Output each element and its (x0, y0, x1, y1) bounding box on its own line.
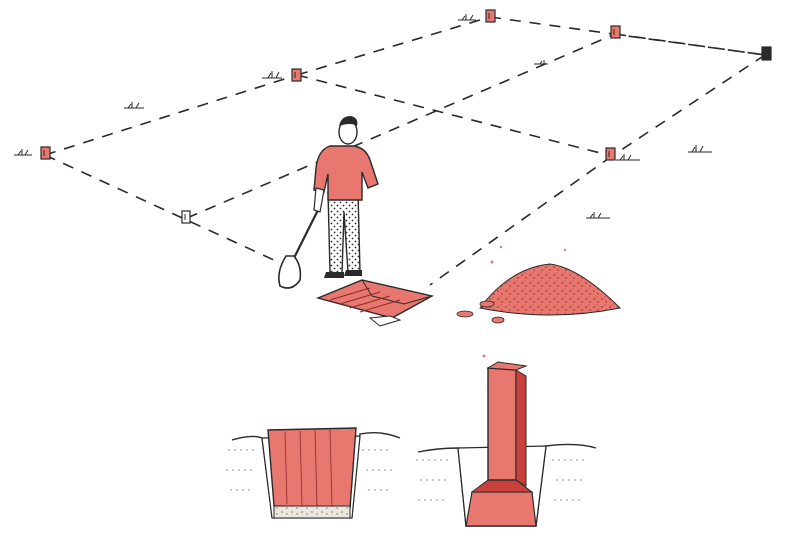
wooden-stake-icon (611, 26, 620, 38)
string-line (297, 75, 612, 156)
string-line (187, 34, 615, 218)
wooden-stake-icon (182, 211, 190, 223)
wooden-stake-icon (41, 147, 50, 159)
grass-tuft-icon (14, 149, 32, 155)
string-line (45, 75, 297, 155)
foundation-wall (416, 355, 596, 526)
layout-strings (45, 17, 765, 285)
wooden-stake-icon (292, 69, 301, 81)
string-line (612, 55, 765, 156)
grass-tuft-icon (262, 71, 282, 78)
wooden-stake-icon (762, 47, 771, 60)
footing-trench (226, 428, 400, 518)
worker-figure (279, 116, 378, 288)
stakes (41, 10, 771, 223)
grass-tuft-icon (688, 145, 712, 152)
dirt-pile (457, 246, 620, 323)
wooden-stake-icon (486, 10, 495, 22)
excavated-hole (318, 280, 432, 326)
string-line (45, 155, 300, 272)
string-line (297, 17, 490, 75)
string-line (430, 156, 612, 285)
grass-tufts (14, 14, 712, 218)
grass-tuft-icon (124, 102, 144, 108)
wooden-stake-icon (606, 148, 615, 160)
shovel-icon (279, 210, 318, 288)
grass-tuft-icon (586, 212, 610, 218)
grass-tuft-icon (458, 14, 476, 20)
grass-tuft-icon (616, 154, 640, 160)
